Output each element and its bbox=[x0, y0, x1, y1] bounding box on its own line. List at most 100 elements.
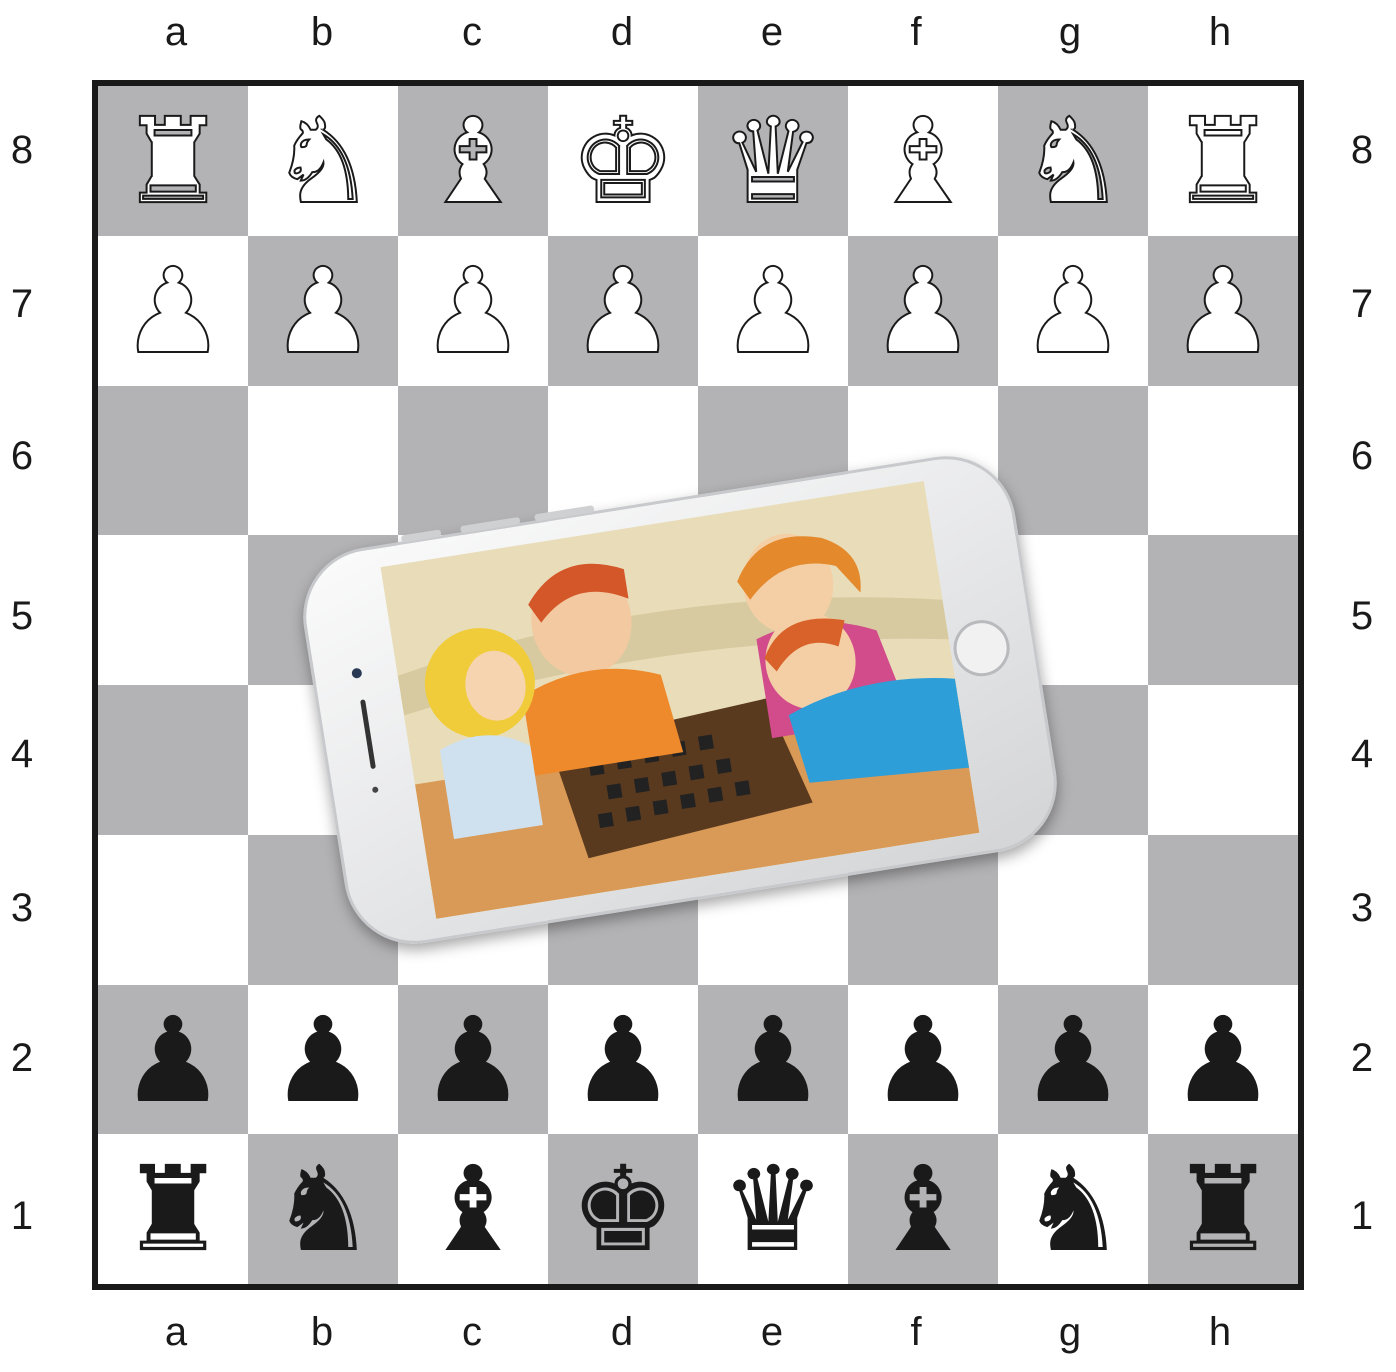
square-c2[interactable]: ♟ bbox=[398, 985, 548, 1135]
rank-label-left-8: 8 bbox=[0, 130, 47, 170]
file-label-top-b: b bbox=[297, 12, 347, 52]
square-h1[interactable]: ♜ bbox=[1148, 1134, 1298, 1284]
square-g1[interactable]: ♞ bbox=[998, 1134, 1148, 1284]
file-label-top-c: c bbox=[447, 12, 497, 52]
piece-a2[interactable]: ♟ bbox=[120, 1001, 226, 1119]
piece-e7[interactable]: ♟ bbox=[720, 252, 826, 370]
square-e8[interactable]: ♛ bbox=[698, 86, 848, 236]
piece-h8[interactable]: ♜ bbox=[1170, 102, 1276, 220]
piece-f2[interactable]: ♟ bbox=[870, 1001, 976, 1119]
square-h4[interactable] bbox=[1148, 685, 1298, 835]
square-a2[interactable]: ♟ bbox=[98, 985, 248, 1135]
square-f8[interactable]: ♝ bbox=[848, 86, 998, 236]
square-e2[interactable]: ♟ bbox=[698, 985, 848, 1135]
piece-b1[interactable]: ♞ bbox=[270, 1150, 376, 1268]
square-g3[interactable] bbox=[998, 835, 1148, 985]
square-a8[interactable]: ♜ bbox=[98, 86, 248, 236]
file-label-top-e: e bbox=[747, 12, 797, 52]
square-d7[interactable]: ♟ bbox=[548, 236, 698, 386]
piece-f8[interactable]: ♝ bbox=[870, 102, 976, 220]
piece-g1[interactable]: ♞ bbox=[1020, 1150, 1126, 1268]
rank-label-right-8: 8 bbox=[1337, 130, 1387, 170]
square-a4[interactable] bbox=[98, 685, 248, 835]
piece-c1[interactable]: ♝ bbox=[420, 1150, 526, 1268]
piece-b2[interactable]: ♟ bbox=[270, 1001, 376, 1119]
square-h6[interactable] bbox=[1148, 386, 1298, 536]
file-label-bottom-g: g bbox=[1045, 1312, 1095, 1352]
square-d8[interactable]: ♚ bbox=[548, 86, 698, 236]
piece-d2[interactable]: ♟ bbox=[570, 1001, 676, 1119]
piece-f1[interactable]: ♝ bbox=[870, 1150, 976, 1268]
square-a1[interactable]: ♜ bbox=[98, 1134, 248, 1284]
square-e1[interactable]: ♛ bbox=[698, 1134, 848, 1284]
piece-a7[interactable]: ♟ bbox=[120, 252, 226, 370]
square-d1[interactable]: ♚ bbox=[548, 1134, 698, 1284]
file-label-top-d: d bbox=[597, 12, 647, 52]
square-h5[interactable] bbox=[1148, 535, 1298, 685]
piece-e8[interactable]: ♛ bbox=[720, 102, 826, 220]
piece-g8[interactable]: ♞ bbox=[1020, 102, 1126, 220]
piece-c8[interactable]: ♝ bbox=[420, 102, 526, 220]
file-label-top-g: g bbox=[1045, 12, 1095, 52]
piece-b8[interactable]: ♞ bbox=[270, 102, 376, 220]
file-label-top-f: f bbox=[891, 12, 941, 52]
piece-e2[interactable]: ♟ bbox=[720, 1001, 826, 1119]
rank-label-left-6: 6 bbox=[0, 436, 47, 476]
square-h2[interactable]: ♟ bbox=[1148, 985, 1298, 1135]
file-label-top-h: h bbox=[1195, 12, 1245, 52]
rank-label-right-1: 1 bbox=[1337, 1196, 1387, 1236]
square-c7[interactable]: ♟ bbox=[398, 236, 548, 386]
square-f1[interactable]: ♝ bbox=[848, 1134, 998, 1284]
square-g6[interactable] bbox=[998, 386, 1148, 536]
rank-label-left-3: 3 bbox=[0, 888, 47, 928]
square-b1[interactable]: ♞ bbox=[248, 1134, 398, 1284]
piece-g7[interactable]: ♟ bbox=[1020, 252, 1126, 370]
rank-label-left-4: 4 bbox=[0, 734, 47, 774]
rank-label-right-6: 6 bbox=[1337, 436, 1387, 476]
piece-c7[interactable]: ♟ bbox=[420, 252, 526, 370]
piece-h7[interactable]: ♟ bbox=[1170, 252, 1276, 370]
square-h7[interactable]: ♟ bbox=[1148, 236, 1298, 386]
square-b7[interactable]: ♟ bbox=[248, 236, 398, 386]
piece-e1[interactable]: ♛ bbox=[720, 1150, 826, 1268]
square-g2[interactable]: ♟ bbox=[998, 985, 1148, 1135]
square-b6[interactable] bbox=[248, 386, 398, 536]
square-a3[interactable] bbox=[98, 835, 248, 985]
piece-b7[interactable]: ♟ bbox=[270, 252, 376, 370]
rank-label-left-7: 7 bbox=[0, 284, 47, 324]
piece-h1[interactable]: ♜ bbox=[1170, 1150, 1276, 1268]
piece-a1[interactable]: ♜ bbox=[120, 1150, 226, 1268]
square-g7[interactable]: ♟ bbox=[998, 236, 1148, 386]
square-d2[interactable]: ♟ bbox=[548, 985, 698, 1135]
square-f2[interactable]: ♟ bbox=[848, 985, 998, 1135]
file-label-bottom-b: b bbox=[297, 1312, 347, 1352]
piece-c2[interactable]: ♟ bbox=[420, 1001, 526, 1119]
rank-label-left-5: 5 bbox=[0, 596, 47, 636]
piece-g2[interactable]: ♟ bbox=[1020, 1001, 1126, 1119]
file-label-bottom-f: f bbox=[891, 1312, 941, 1352]
rank-label-left-1: 1 bbox=[0, 1196, 47, 1236]
piece-d7[interactable]: ♟ bbox=[570, 252, 676, 370]
piece-f7[interactable]: ♟ bbox=[870, 252, 976, 370]
square-a5[interactable] bbox=[98, 535, 248, 685]
piece-h2[interactable]: ♟ bbox=[1170, 1001, 1276, 1119]
rank-label-right-3: 3 bbox=[1337, 888, 1387, 928]
square-e7[interactable]: ♟ bbox=[698, 236, 848, 386]
rank-label-right-2: 2 bbox=[1337, 1038, 1387, 1078]
square-c6[interactable] bbox=[398, 386, 548, 536]
square-a7[interactable]: ♟ bbox=[98, 236, 248, 386]
square-h3[interactable] bbox=[1148, 835, 1298, 985]
square-f7[interactable]: ♟ bbox=[848, 236, 998, 386]
square-c8[interactable]: ♝ bbox=[398, 86, 548, 236]
square-c1[interactable]: ♝ bbox=[398, 1134, 548, 1284]
square-h8[interactable]: ♜ bbox=[1148, 86, 1298, 236]
square-b2[interactable]: ♟ bbox=[248, 985, 398, 1135]
piece-d1[interactable]: ♚ bbox=[570, 1150, 676, 1268]
file-label-top-a: a bbox=[151, 12, 201, 52]
piece-d8[interactable]: ♚ bbox=[570, 102, 676, 220]
rank-label-left-2: 2 bbox=[0, 1038, 47, 1078]
piece-a8[interactable]: ♜ bbox=[120, 102, 226, 220]
square-a6[interactable] bbox=[98, 386, 248, 536]
square-b8[interactable]: ♞ bbox=[248, 86, 398, 236]
square-g8[interactable]: ♞ bbox=[998, 86, 1148, 236]
